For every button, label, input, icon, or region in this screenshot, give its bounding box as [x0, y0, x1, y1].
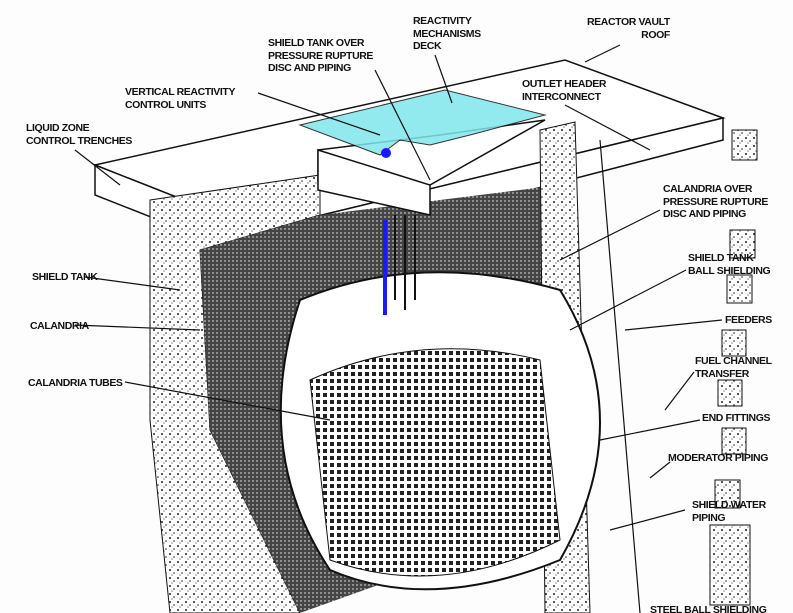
label-line: INTERCONNECT — [522, 90, 601, 103]
label-calandria-rupture: CALANDRIA OVER PRESSURE RUPTURE DISC AND… — [663, 183, 768, 221]
label-line: CONTROL TRENCHES — [26, 134, 132, 147]
label-line: PIPING — [692, 511, 726, 524]
label-line: CONTROL UNITS — [125, 98, 206, 111]
label-shield-water-piping: SHIELD WATER PIPING — [692, 499, 766, 524]
highlighted-unit — [381, 148, 391, 158]
label-line: MECHANISMS — [413, 27, 481, 40]
label-line: REACTOR VAULT — [587, 16, 670, 28]
label-fuel-channel-transfer: FUEL CHANNEL TRANSFER — [695, 355, 772, 380]
label-line: SHIELD TANK — [688, 252, 754, 264]
label-line: DISC AND PIPING — [663, 208, 746, 220]
label-shield-tank-rupture: SHIELD TANK OVER PRESSURE RUPTURE DISC A… — [268, 37, 373, 75]
label-line: LIQUID ZONE — [26, 122, 90, 134]
label-line: CALANDRIA OVER — [663, 183, 753, 195]
label-line: PRESSURE RUPTURE — [268, 49, 374, 62]
label-line: DECK — [413, 40, 442, 52]
label-line: DISC AND PIPING — [268, 62, 351, 74]
label-shield-tank-ball: SHIELD TANK BALL SHIELDING — [688, 252, 771, 277]
label-shield-tank: SHIELD TANK — [32, 271, 98, 283]
label-line: ROOF — [641, 28, 670, 41]
label-vertical-reactivity: VERTICAL REACTIVITY CONTROL UNITS — [125, 86, 235, 111]
label-line: PRESSURE RUPTURE — [663, 195, 769, 208]
deck-block — [317, 119, 546, 216]
label-reactor-vault-roof: REACTOR VAULT ROOF — [587, 16, 670, 41]
right-blocks — [709, 129, 758, 606]
label-moderator-piping: MODERATOR PIPING — [668, 452, 768, 464]
label-steel-ball-shielding: STEEL BALL SHIELDING — [650, 604, 767, 613]
label-reactivity-mechanisms-deck: REACTIVITY MECHANISMS DECK — [413, 15, 481, 53]
label-end-fittings: END FITTINGS — [702, 412, 771, 424]
label-line: SHIELD TANK OVER — [268, 37, 365, 49]
label-line: SHIELD WATER — [692, 499, 766, 511]
vertical-rods — [394, 215, 416, 310]
label-line: REACTIVITY — [413, 15, 472, 27]
label-line: BALL SHIELDING — [688, 264, 771, 277]
label-liquid-zone: LIQUID ZONE CONTROL TRENCHES — [26, 122, 132, 147]
label-feeders: FEEDERS — [725, 314, 772, 326]
label-calandria-tubes: CALANDRIA TUBES — [28, 377, 123, 389]
label-line: FUEL CHANNEL — [695, 355, 772, 367]
label-line: VERTICAL REACTIVITY — [125, 86, 236, 98]
label-line: TRANSFER — [695, 367, 749, 380]
label-calandria: CALANDRIA — [30, 320, 89, 332]
leader-lines — [74, 44, 723, 613]
calandria-tubes — [309, 348, 561, 577]
label-line: OUTLET HEADER — [522, 78, 607, 90]
label-outlet-header: OUTLET HEADER INTERCONNECT — [522, 78, 606, 103]
